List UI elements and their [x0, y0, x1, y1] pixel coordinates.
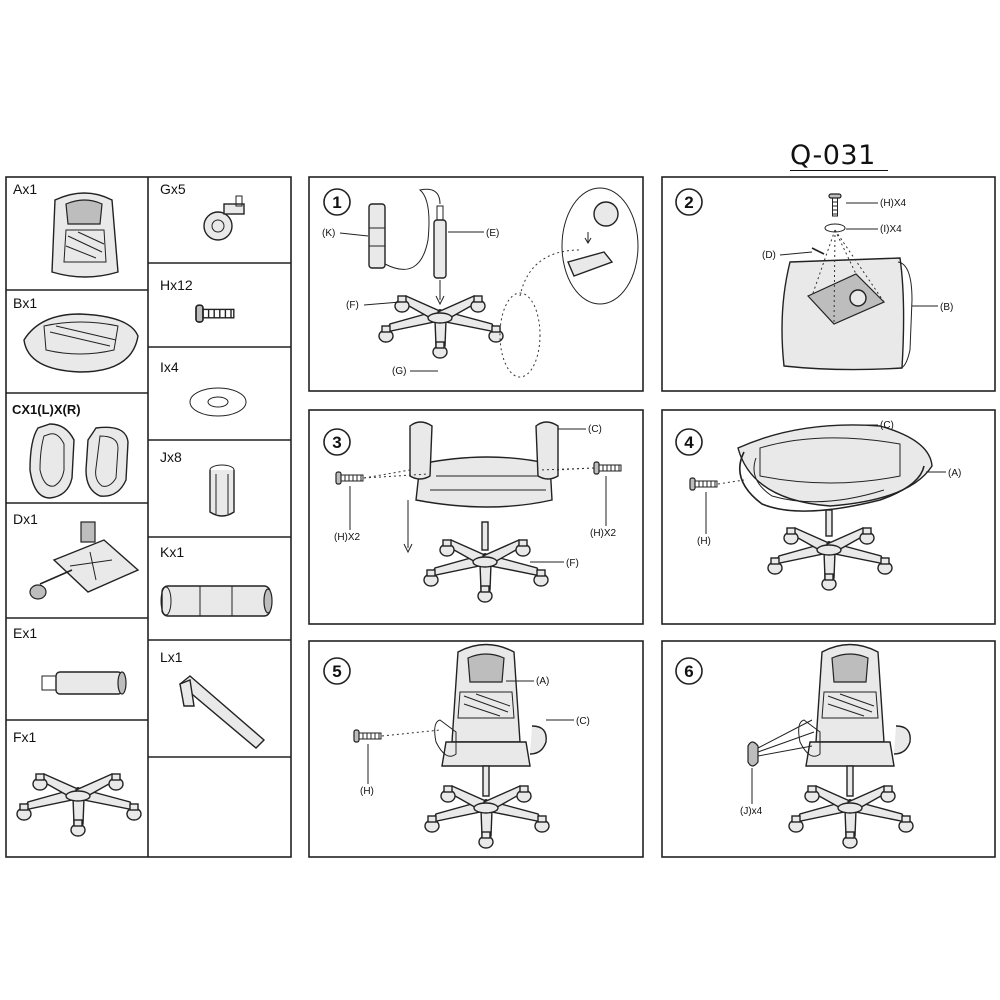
cover-drawing [160, 585, 273, 617]
part-label-d: Dx1 [13, 511, 38, 527]
backrest-drawing [51, 192, 119, 278]
step-6-illustration [747, 645, 913, 849]
cap-drawing [209, 464, 235, 517]
part-label-l: Lx1 [160, 649, 183, 665]
svg-text:5: 5 [332, 662, 341, 681]
step-2-callout-h: (H)X4 [880, 198, 907, 209]
step-2-callout-i: (I)X4 [880, 224, 902, 235]
step-6-box [661, 640, 996, 858]
step-5-number: 5 [323, 657, 351, 685]
part-label-g: Gx5 [160, 181, 186, 197]
svg-text:4: 4 [684, 433, 694, 452]
allen-key-drawing [178, 675, 266, 749]
part-label-b: Bx1 [13, 295, 37, 311]
gas-lift-drawing [41, 671, 127, 695]
step-5-callout-a: (A) [536, 676, 549, 687]
seat-drawing [23, 313, 139, 373]
step-1-illustration [368, 187, 639, 378]
step-4-box [661, 409, 996, 625]
caster-drawing [203, 195, 245, 241]
step-4-illustration [689, 424, 933, 590]
step-1-callout-k: (K) [322, 228, 335, 239]
step-5-box [308, 640, 644, 858]
part-label-j: Jx8 [160, 449, 182, 465]
step-5-illustration [353, 645, 549, 849]
step-3-number: 3 [323, 428, 351, 456]
step-6-callout-j: (J)x4 [740, 806, 763, 817]
step-1-callout-f: (F) [346, 300, 359, 311]
step-1-callout-e: (E) [486, 228, 499, 239]
step-2-callout-b: (B) [940, 302, 953, 313]
step-4-callout-a: (A) [948, 468, 961, 479]
step-4-callout-c: (C) [880, 420, 894, 431]
step-1-callout-g: (G) [392, 366, 406, 377]
model-underline [790, 170, 888, 171]
step-2-callout-d: (D) [762, 250, 776, 261]
part-label-e: Ex1 [13, 625, 37, 641]
part-label-h: Hx12 [160, 277, 193, 293]
step-5-callout-h: (H) [360, 786, 374, 797]
step-2-box [661, 176, 996, 392]
svg-text:6: 6 [684, 662, 693, 681]
washer-drawing [189, 387, 247, 417]
part-label-a: Ax1 [13, 181, 37, 197]
armrests-drawing [29, 423, 129, 499]
step-4-number: 4 [675, 428, 703, 456]
svg-text:3: 3 [332, 433, 341, 452]
model-number: Q-031 [790, 140, 876, 171]
parts-table [5, 176, 292, 858]
part-label-f: Fx1 [13, 729, 37, 745]
step-4-callout-h: (H) [697, 536, 711, 547]
step-2-illustration [781, 193, 913, 371]
step-5-callout-c: (C) [576, 716, 590, 727]
part-label-c: CX1(L)X(R) [12, 402, 81, 417]
svg-text:2: 2 [684, 193, 693, 212]
mechanism-drawing [29, 521, 140, 600]
svg-text:1: 1 [332, 193, 341, 212]
step-3-callout-h-right: (H)X2 [590, 528, 617, 539]
step-6-number: 6 [675, 657, 703, 685]
step-3-callout-f: (F) [566, 558, 579, 569]
step-1-box [308, 176, 644, 392]
part-label-i: Ix4 [160, 359, 179, 375]
step-3-callout-c: (C) [588, 424, 602, 435]
base-drawing [17, 774, 141, 836]
step-2-number: 2 [675, 188, 703, 216]
step-3-illustration [335, 421, 622, 602]
step-1-number: 1 [323, 188, 351, 216]
bolt-drawing [195, 304, 235, 323]
part-label-k: Kx1 [160, 544, 184, 560]
step-3-box [308, 409, 644, 625]
step-3-callout-h-left: (H)X2 [334, 532, 361, 543]
